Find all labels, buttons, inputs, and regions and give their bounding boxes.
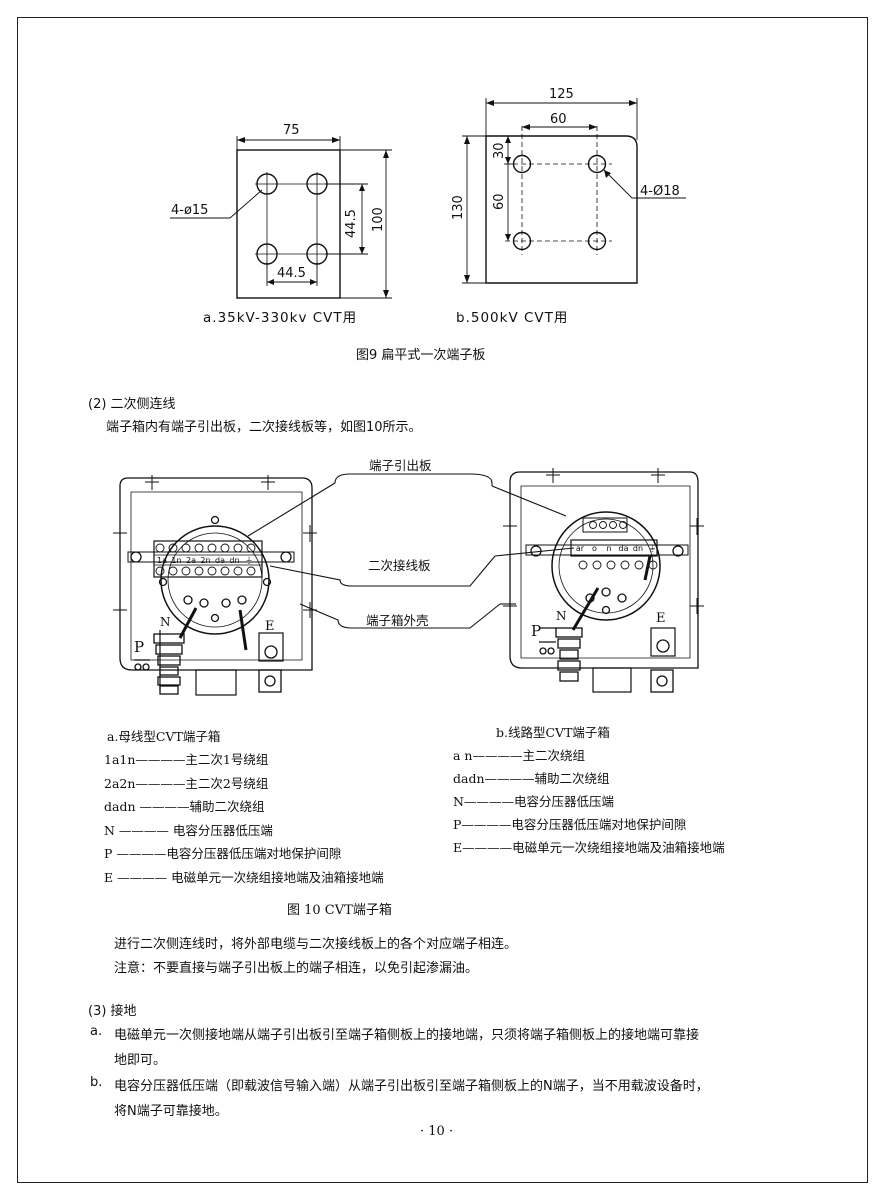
terminal-label: 2a [186,556,196,565]
callout-housing: 端子箱外壳 [366,613,429,628]
fig9b-dim-height: 130 [451,195,466,220]
legend-item: E ———— 电磁单元一次绕组接地端及油箱接地端 [104,869,384,885]
fig9b-dim-30: 30 [492,142,507,159]
legend-item: N————电容分压器低压端 [453,794,614,809]
fig9b-dim-top: 125 [549,87,574,102]
para-note: 注意：不要直接与端子引出板上的端子相连，以免引起渗漏油。 [114,961,479,976]
terminal-label: dn [229,556,239,565]
terminal-label: 2n [200,556,210,565]
fig9a-dim-width: 75 [283,123,300,138]
fig9b-caption: b.500kV CVT用 [456,310,569,326]
fig9-plate-b [462,98,686,284]
fig10b-label-E: E [656,611,666,626]
fig9-caption: 图9 扁平式一次端子板 [356,348,486,363]
legend-item: N ———— 电容分压器低压端 [104,822,273,838]
legend-item: dadn ————辅助二次绕组 [104,799,265,814]
legend-b-title: b.线路型CVT端子箱 [496,725,610,740]
fig10a-label-P: P [134,638,144,656]
page-border [17,17,868,1183]
legend-item: 2a2n————主二次2号绕组 [104,775,269,791]
terminal-label: o [592,544,597,553]
fig10-caption: 图 10 CVT端子箱 [287,903,392,918]
callout-wiring-board: 二次接线板 [368,558,431,573]
section3-a-line2: 地即可。 [114,1053,167,1068]
fig10a-label-E: E [265,619,275,634]
legend-a-title: a.母线型CVT端子箱 [107,729,221,744]
section3-b-line2: 将N端子可靠接地。 [114,1104,228,1119]
fig10-a-screws [155,543,256,576]
fig9a-dim-height: 100 [371,207,386,232]
terminal-label: da [215,556,225,565]
terminal-label: dn [633,544,643,553]
fig10a-label-N: N [160,615,171,629]
fig10b-label-P: P [531,622,541,640]
terminal-label: 1a [157,556,167,565]
section2-heading: (2) 二次侧连线 [88,397,176,412]
fig9a-caption: a.35kV-330kv CVT用 [203,310,358,326]
section3-heading: (3) 接地 [88,1004,137,1019]
fig9b-dim-hole: 4-Ø18 [640,184,680,199]
section3-b-marker: b. [90,1075,103,1090]
section3-a-marker: a. [90,1024,103,1039]
fig10b-label-N: N [556,609,567,623]
fig9a-dim-vert: 44.5 [344,209,359,238]
legend-item: P ————电容分压器低压端对地保护间隙 [104,846,342,861]
fig10-b-screws [578,521,658,570]
legend-item: 1a1n————主二次1号绕组 [104,752,269,767]
legend-item: P————电容分压器低压端对地保护间隙 [453,817,687,832]
section2-intro: 端子箱内有端子引出板，二次接线板等，如图10所示。 [106,420,422,435]
fig9b-dim-60: 60 [492,193,507,210]
legend-item: E————电磁单元一次绕组接地端及油箱接地端 [453,840,725,855]
terminal-label: n [606,544,611,553]
legend-item: dadn————辅助二次绕组 [453,771,610,786]
para-connect: 进行二次侧连线时，将外部电缆与二次接线板上的各个对应端子相连。 [114,937,518,952]
terminal-label: da [619,544,629,553]
fig10-callouts [247,473,575,629]
page-number: · 10 · [420,1124,454,1139]
terminal-label: ar [576,544,585,553]
terminal-label: ⏚ [245,556,253,565]
terminal-label: ⏚ [649,544,657,553]
fig9a-dim-hole: 4-ø15 [171,203,208,218]
callout-lead-board: 端子引出板 [369,458,432,473]
section3-a-line1: 电磁单元一次侧接地端从端子引出板引至端子箱侧板上的接地端，只须将端子箱侧板上的接… [114,1028,700,1043]
fig10-box-b [503,468,704,693]
terminal-label: 1n [171,556,181,565]
fig9b-dim-inner: 60 [550,112,567,127]
legend-item: a n————主二次绕组 [453,748,585,763]
fig10-box-a [113,475,317,696]
fig9a-dim-bottom: 44.5 [277,266,306,281]
section3-b-line1: 电容分压器低压端（即载波信号输入端）从端子引出板引至端子箱侧板上的N端子，当不用… [114,1079,709,1094]
